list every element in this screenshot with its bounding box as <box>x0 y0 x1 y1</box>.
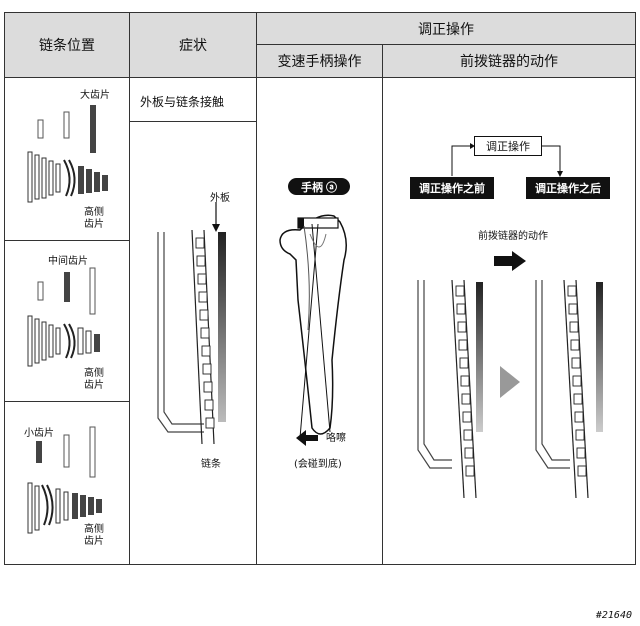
lever-diagram <box>279 214 347 439</box>
header-symptom-text: 症状 <box>179 38 207 54</box>
row-big-high-label-1: 高侧 <box>84 207 104 218</box>
header-derailleur-text: 前拨链器的动作 <box>460 54 558 70</box>
header-derailleur: 前拨链器的动作 <box>382 44 636 78</box>
left-arrow-icon <box>296 430 318 446</box>
document-id: #21640 <box>595 610 632 621</box>
header-symptom: 症状 <box>129 12 257 78</box>
header-adjust: 调正操作 <box>256 12 636 45</box>
triangle-arrow-icon <box>500 366 520 398</box>
row-small-high-label-2: 齿片 <box>84 536 104 547</box>
row-mid-position-label: 中间齿片 <box>48 256 88 267</box>
lever-click-label: 咯嚓 <box>326 433 346 444</box>
header-chain-position: 链条位置 <box>4 12 130 78</box>
header-lever: 变速手柄操作 <box>256 44 383 78</box>
after-adjust-text: 调正操作之后 <box>535 182 601 195</box>
before-adjust-box: 调正操作之前 <box>410 177 494 199</box>
adjust-operation-text: 调正操作 <box>486 140 530 153</box>
header-lever-text: 变速手柄操作 <box>277 54 362 70</box>
symptom-title: 外板与链条接触 <box>140 95 225 109</box>
row-big-high-label-2: 齿片 <box>84 219 104 230</box>
before-adjust-text: 调正操作之前 <box>419 182 485 195</box>
lever-note: (会碰到底) <box>294 459 342 470</box>
before-derailleur-diagram <box>417 280 483 499</box>
header-adjust-text: 调正操作 <box>418 21 474 38</box>
symptom-cell <box>129 77 257 565</box>
row-big-gear-diagram <box>27 105 108 203</box>
symptom-divider <box>130 121 256 122</box>
chain-label: 链条 <box>201 459 221 470</box>
row-mid-gear-diagram <box>27 267 100 367</box>
row-small-high-label-1: 高侧 <box>84 524 104 535</box>
row-mid-high-label-2: 齿片 <box>84 380 104 391</box>
row-big-position-label: 大齿片 <box>80 90 110 101</box>
header-chain-position-text: 链条位置 <box>39 38 95 54</box>
after-adjust-box: 调正操作之后 <box>526 177 610 199</box>
derailleur-motion-label: 前拨链器的动作 <box>478 231 548 242</box>
lever-badge: 手柄 ⓐ <box>288 178 350 195</box>
lever-badge-circle: ⓐ <box>326 180 337 194</box>
row-small-cell <box>4 401 130 565</box>
flow-arrows <box>451 143 563 177</box>
row-small-position-label: 小齿片 <box>24 428 54 439</box>
right-arrow-icon <box>494 251 526 271</box>
symptom-diagram <box>157 202 226 445</box>
outer-plate-label: 外板 <box>210 193 230 204</box>
row-big-cell <box>4 77 130 241</box>
row-mid-high-label-1: 高侧 <box>84 368 104 379</box>
row-mid-cell <box>4 240 130 402</box>
after-derailleur-diagram <box>535 280 603 499</box>
row-small-gear-diagram <box>27 426 102 534</box>
lever-badge-text: 手柄 <box>301 180 323 194</box>
